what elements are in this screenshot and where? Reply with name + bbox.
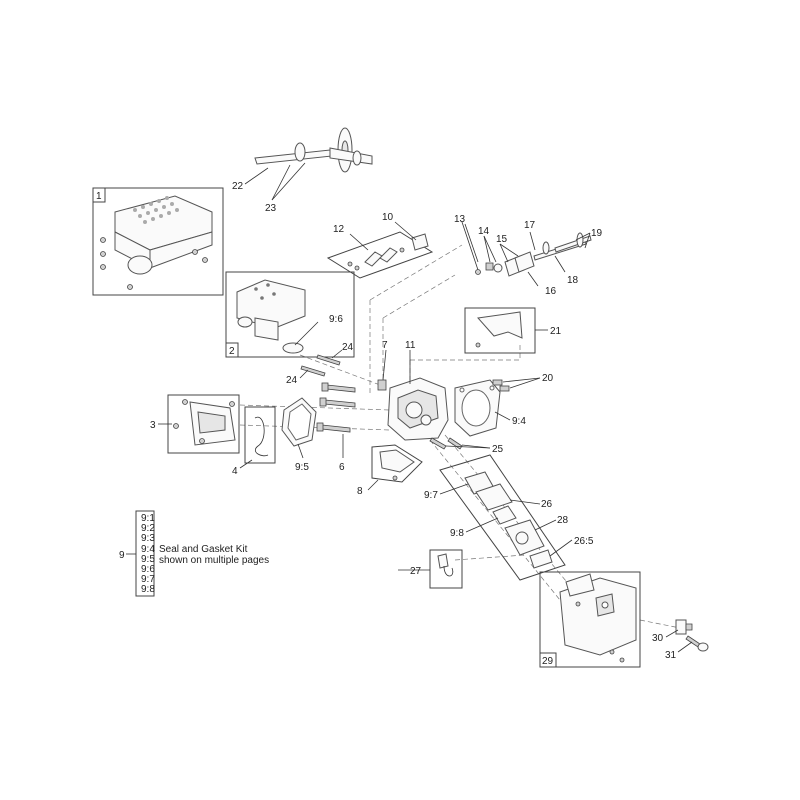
callout-25: 25 (492, 444, 504, 455)
kit-description-line1: Seal and Gasket Kit (159, 544, 248, 555)
valve-train[interactable] (461, 221, 592, 277)
callout-30: 30 (652, 633, 664, 644)
intake-assembly[interactable] (439, 454, 566, 581)
stud-25[interactable] (429, 437, 463, 450)
part-group-3[interactable] (167, 394, 240, 454)
callout-26: 26 (541, 499, 553, 510)
callout-27: 27 (410, 566, 422, 577)
callout-20: 20 (542, 373, 554, 384)
part-31[interactable] (685, 635, 709, 652)
callout-2: 2 (229, 346, 235, 357)
kit-item: 9:5 (141, 554, 155, 565)
stud-24[interactable] (300, 354, 341, 377)
part-30[interactable] (675, 619, 693, 635)
kit-item: 9:6 (141, 564, 155, 575)
callout-1: 1 (96, 191, 102, 202)
kit-item: 9:1 (141, 513, 155, 524)
part-group-8[interactable] (371, 444, 423, 483)
gasket-9-4[interactable] (454, 379, 501, 437)
callout-31: 31 (665, 650, 677, 661)
callout-9-5: 9:5 (295, 462, 309, 473)
gasket-9-5[interactable] (281, 397, 317, 447)
part-group-21[interactable] (464, 307, 536, 354)
callout-24-a: 24 (342, 342, 354, 353)
kit-legend: 9 9:1 9:2 9:3 9:4 9:5 9:6 9:7 9:8 Seal a… (119, 510, 269, 597)
callout-8: 8 (357, 486, 363, 497)
callout-15: 15 (496, 234, 508, 245)
camshaft-assembly[interactable] (254, 127, 373, 173)
callout-10: 10 (382, 212, 394, 223)
kit-number: 9 (119, 550, 125, 561)
rocker-group-12[interactable] (326, 231, 434, 279)
callout-13: 13 (454, 214, 466, 225)
callout-6: 6 (339, 462, 345, 473)
callout-7: 7 (382, 340, 388, 351)
callout-19: 19 (591, 228, 603, 239)
callout-9-8: 9:8 (450, 528, 464, 539)
callout-28: 28 (557, 515, 569, 526)
callout-3: 3 (150, 420, 156, 431)
callout-22: 22 (232, 181, 244, 192)
callout-29: 29 (542, 656, 554, 667)
callout-9-6: 9:6 (329, 314, 343, 325)
part-group-29[interactable] (539, 571, 641, 668)
callout-16: 16 (545, 286, 557, 297)
kit-item: 9:7 (141, 574, 155, 585)
callout-14: 14 (478, 226, 490, 237)
callout-9-7: 9:7 (424, 490, 438, 501)
kit-item: 9:4 (141, 544, 155, 555)
dowel-20[interactable] (492, 379, 510, 392)
bolt-6[interactable] (316, 382, 356, 433)
part-group-1[interactable] (92, 187, 224, 296)
cylinder-head[interactable] (377, 377, 449, 441)
kit-description-line2: shown on multiple pages (159, 555, 269, 566)
callout-9-4: 9:4 (512, 416, 526, 427)
callout-26-5: 26:5 (574, 536, 594, 547)
callout-24-b: 24 (286, 375, 298, 386)
callout-21: 21 (550, 326, 562, 337)
callout-23: 23 (265, 203, 277, 214)
kit-item: 9:3 (141, 533, 155, 544)
kit-item: 9:8 (141, 584, 155, 595)
callout-11: 11 (405, 340, 416, 351)
callout-4: 4 (232, 466, 238, 477)
part-group-4[interactable] (244, 406, 276, 464)
callout-12: 12 (333, 224, 345, 235)
callout-18: 18 (567, 275, 579, 286)
kit-item: 9:2 (141, 523, 155, 534)
part-group-2[interactable] (225, 271, 355, 358)
callout-17: 17 (524, 220, 536, 231)
part-group-27[interactable] (429, 549, 463, 589)
